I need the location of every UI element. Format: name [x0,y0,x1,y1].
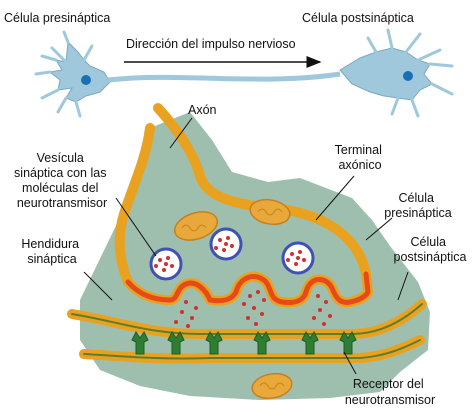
label-impulse-direction: Dirección del impulso nervioso [126,37,296,51]
postsynaptic-neuron-body [340,48,432,100]
label-axon-terminal: Terminal axónico [335,143,386,172]
label-presynaptic-cell-top: Célula presináptica [4,11,110,25]
presynaptic-nucleus [81,75,91,85]
label-synaptic-cleft: Hendidura sináptica [21,237,82,266]
label-postsynaptic-cell: Célula postsináptica [394,235,467,264]
postsynaptic-nucleus [403,71,413,81]
label-postsynaptic-cell-top: Célula postsináptica [302,11,414,25]
label-vesicle: Vesícula sináptica con las moléculas del… [14,151,110,210]
neuron-axon [108,74,340,80]
label-axon: Axón [188,103,217,117]
label-presynaptic-cell: Célula presináptica [384,191,451,220]
presynaptic-neuron-body [50,42,110,102]
